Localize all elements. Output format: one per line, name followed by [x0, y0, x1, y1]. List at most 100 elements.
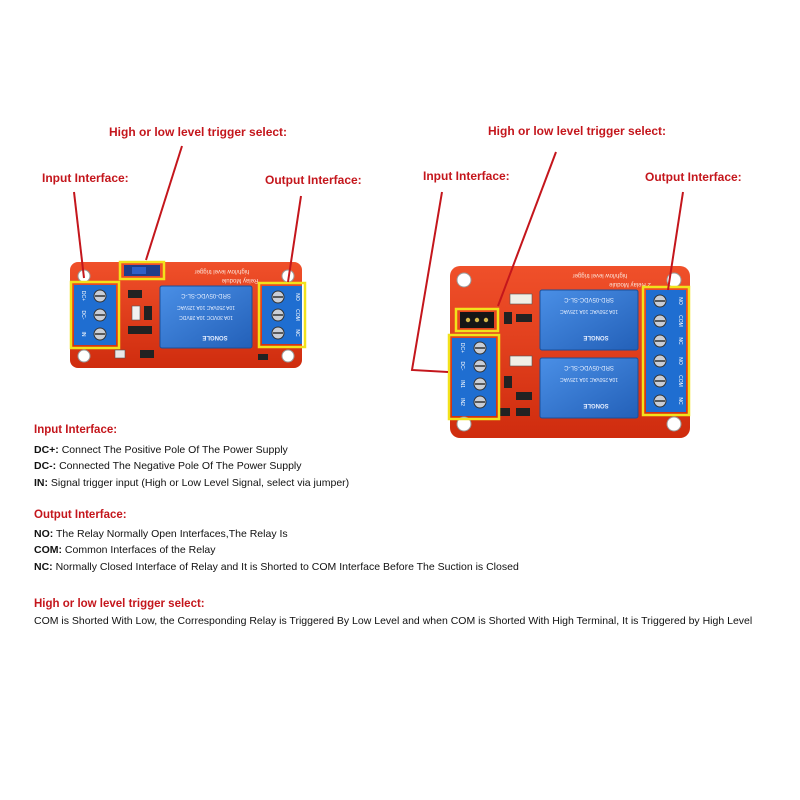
pin-label-dc-minus: DC- — [459, 362, 465, 371]
callout-line — [667, 191, 684, 291]
output-terminal-block — [646, 290, 686, 412]
trigger-jumper-highlight — [454, 307, 500, 333]
relay-model-label: SRD-05VDC-SL-C — [181, 292, 231, 298]
relay-boards-diagram: SRD-05VDC-SL-C 10A 250VAC 10A 125VAC 10A… — [69, 145, 691, 438]
term-label: NO: — [34, 528, 54, 540]
term-label: DC-: — [34, 460, 57, 472]
smd-component — [131, 305, 141, 321]
term-description: The Relay Normally Open Interfaces,The R… — [53, 528, 288, 540]
pin-label-nc: NC — [677, 337, 683, 345]
term-description: Common Interfaces of the Relay — [62, 544, 216, 556]
input-interface-heading: Input Interface: — [34, 424, 118, 436]
callout-line — [73, 191, 85, 279]
term-label: NC: — [34, 561, 53, 573]
input-terminal-highlight — [447, 333, 501, 421]
smd-component — [114, 349, 126, 359]
pin-label-in: IN — [80, 332, 86, 337]
mounting-hole — [456, 416, 472, 432]
smd-component — [509, 355, 533, 367]
relay-block — [539, 289, 639, 351]
pin-label-com: COM — [294, 309, 300, 321]
relay-block — [539, 357, 639, 419]
mounting-hole — [281, 349, 295, 363]
input-terminal-highlight — [69, 280, 121, 350]
smd-component — [516, 314, 532, 322]
dual-relay-board: SRD-05VDC-SL-C 10A 250VAC 10A 125VAC SON… — [447, 266, 691, 438]
output-terminal-highlight — [641, 285, 691, 417]
board-silkscreen: high/low level trigger — [195, 268, 250, 274]
pin-label-no: NO — [677, 357, 683, 365]
smd-component — [140, 350, 154, 358]
term-label: COM: — [34, 544, 62, 556]
smd-component — [504, 312, 512, 324]
pin-label-dc-plus: DC+ — [459, 343, 465, 353]
smd-component — [500, 408, 510, 416]
relay-brand-label: SONGLE — [202, 334, 227, 340]
trigger-select-heading: High or low level trigger select: — [34, 598, 205, 610]
callout-input-interface-left: Input Interface: — [42, 171, 129, 185]
callout-output-interface-left: Output Interface: — [265, 173, 362, 187]
smd-component — [128, 290, 142, 298]
callout-line — [145, 145, 183, 261]
output-item-nc: NC: Normally Closed Interface of Relay a… — [34, 561, 519, 573]
relay-model-label: SRD-05VDC-SL-C — [564, 296, 614, 302]
term-description: Signal trigger input (High or Low Level … — [48, 477, 350, 489]
term-label: IN: — [34, 477, 48, 489]
relay-rating-label: 10A 250VAC 10A 125VAC — [560, 308, 618, 314]
mounting-hole — [666, 416, 682, 432]
term-description: Connect The Positive Pole Of The Power S… — [58, 444, 288, 456]
relay-brand-label: SONGLE — [583, 402, 608, 408]
term-label: DC+: — [34, 444, 59, 456]
jumper-pin — [483, 317, 489, 323]
output-terminal-highlight — [257, 281, 307, 349]
pin-label-dc-plus: DC+ — [80, 291, 86, 301]
smd-component — [144, 306, 152, 320]
mounting-hole — [456, 272, 472, 288]
relay-block — [159, 285, 253, 349]
relay-rating-label: 10A 250VAC 10A 125VAC — [177, 304, 235, 310]
callout-trigger-select-left: High or low level trigger select: — [109, 125, 288, 139]
smd-component — [128, 326, 152, 334]
mounting-hole — [77, 349, 91, 363]
relay-rating-label: 10A 250VAC 10A 125VAC — [560, 376, 618, 382]
pin-label-in2: IN2 — [459, 398, 465, 406]
trigger-select-description: COM is Shorted With Low, the Correspondi… — [34, 615, 753, 627]
board-silkscreen: 2 Relay Module — [608, 281, 650, 287]
pin-label-no: NO — [294, 293, 300, 301]
term-description: Normally Closed Interface of Relay and I… — [52, 561, 519, 573]
input-item-in: IN: Signal trigger input (High or Low Le… — [34, 477, 349, 489]
single-relay-board: SRD-05VDC-SL-C 10A 250VAC 10A 125VAC 10A… — [69, 260, 307, 368]
pin-label-in1: IN1 — [459, 380, 465, 388]
smd-component — [509, 293, 533, 305]
smd-component — [516, 392, 532, 400]
trigger-jumper-pin — [132, 267, 146, 274]
jumper-pin — [465, 317, 471, 323]
smd-component — [504, 376, 512, 388]
term-description: Connected The Negative Pole Of The Power… — [56, 460, 302, 472]
output-item-no: NO: The Relay Normally Open Interfaces,T… — [34, 528, 288, 540]
pin-label-com: COM — [677, 375, 683, 387]
callout-line — [410, 191, 449, 373]
pin-label-no: NO — [677, 297, 683, 305]
callout-trigger-select-right: High or low level trigger select: — [488, 124, 667, 138]
pin-label-dc-minus: DC- — [80, 311, 86, 320]
trigger-jumper-highlight — [118, 260, 166, 281]
pin-label-nc: NC — [294, 329, 300, 337]
relay-rating-label: 10A 30VDC 10A 28VDC — [179, 314, 233, 320]
smd-component — [258, 354, 268, 360]
input-item-dc-plus: DC+: Connect The Positive Pole Of The Po… — [34, 444, 288, 456]
pin-label-nc: NC — [677, 397, 683, 405]
board-silkscreen: Relay Module — [221, 277, 258, 283]
board-silkscreen: high/low level trigger — [573, 272, 628, 278]
relay-model-label: SRD-05VDC-SL-C — [564, 364, 614, 370]
callout-line — [287, 195, 302, 283]
smd-component — [516, 408, 530, 416]
jumper-pin — [474, 317, 480, 323]
output-item-com: COM: Common Interfaces of the Relay — [34, 544, 216, 556]
pin-label-com: COM — [677, 315, 683, 327]
output-interface-heading: Output Interface: — [34, 509, 127, 521]
input-item-dc-minus: DC-: Connected The Negative Pole Of The … — [34, 460, 302, 472]
relay-brand-label: SONGLE — [583, 334, 608, 340]
callout-input-interface-right: Input Interface: — [423, 169, 510, 183]
callout-line — [497, 151, 557, 307]
